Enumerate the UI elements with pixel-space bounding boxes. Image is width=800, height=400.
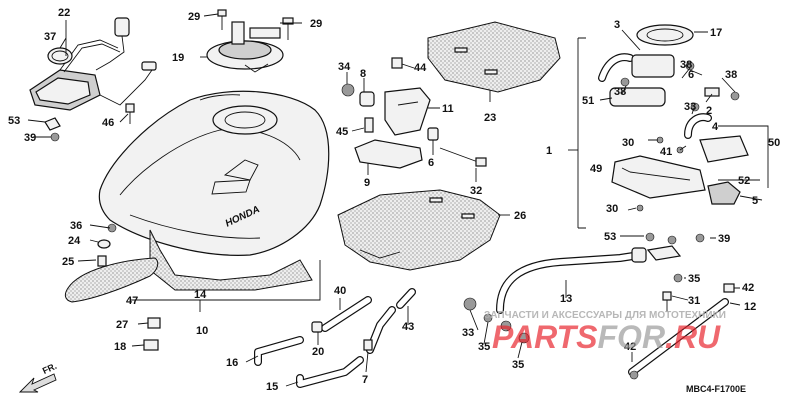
callout-label: 33 [684,101,696,113]
callout-label: 38 [680,59,692,71]
callout-label: 8 [360,68,366,80]
callout-label: 2 [706,105,712,117]
callout-label: 29 [310,18,322,30]
filler-cap-assembly [206,21,284,73]
callout-label: 3 [614,19,620,31]
drain-tubes [254,288,416,388]
fuel-hose-12 [628,298,729,380]
callout-label: 40 [334,285,346,297]
callout-label: 30 [622,137,634,149]
callout-label: 47 [126,295,138,307]
callout-label: 43 [402,321,414,333]
callout-label: 46 [102,117,114,129]
watermark: ЗАПЧАСТИ И АКСЕССУАРЫ ДЛЯ МОТОТЕХНИКИ PA… [484,310,726,355]
callout-label: 29 [188,11,200,23]
callout-label: 31 [688,295,700,307]
callout-labels: 22 37 53 39 46 29 19 29 34 8 44 45 11 6 … [8,7,780,393]
callout-label: 26 [514,210,526,222]
fuel-pump-group-bracket [568,37,586,229]
callout-label: 34 [338,61,351,73]
diagram-code: MBC4-F1700E [686,384,746,394]
callout-label: 45 [336,126,348,138]
callout-label: 36 [70,220,82,232]
callout-label: 33 [462,327,474,339]
callout-label: 42 [624,341,636,353]
callout-label: 25 [62,256,74,268]
callout-label: 53 [8,115,20,127]
callout-label: 20 [312,346,324,358]
callout-label: 39 [718,233,730,245]
callout-label: 51 [582,95,594,107]
callout-label: 13 [560,293,572,305]
callout-label: 22 [58,7,70,19]
bolt-46 [125,103,135,124]
callout-label: 6 [688,69,694,81]
bolt-29-left [217,9,227,30]
callout-label: 14 [194,289,207,301]
heat-shield-23 [427,21,561,93]
callout-label: 23 [484,112,496,124]
callout-label: 11 [442,103,454,115]
fuel-pump-parts [598,24,749,212]
front-arrow-label: FR. [41,361,58,376]
heat-shield-26 [337,189,501,271]
callout-label: 39 [24,132,36,144]
callout-label: 38 [725,69,737,81]
tank-side-pad [64,257,159,303]
callout-label: 4 [712,121,719,133]
callout-label: 6 [428,157,434,169]
bolt-29-right [282,17,294,40]
callout-label: 52 [738,175,750,187]
callout-label: 35 [688,273,700,285]
callout-label: 15 [266,381,278,393]
callout-label: 50 [768,137,780,149]
callout-label: 49 [590,163,602,175]
callout-label: 27 [116,319,128,331]
callout-label: 19 [172,52,184,64]
callout-label: 37 [44,31,56,43]
callout-label: 17 [710,27,722,39]
callout-label: 53 [604,231,616,243]
callout-label: 35 [478,341,490,353]
fuel-sender-unit [29,17,157,111]
callout-label: 18 [114,341,126,353]
watermark-logo: PARTSFOR.RU [492,319,721,355]
callout-label: 10 [196,325,208,337]
fuel-hose-13 [496,232,735,314]
callout-label: 30 [606,203,618,215]
watermark-caption: ЗАПЧАСТИ И АКСЕССУАРЫ ДЛЯ МОТОТЕХНИКИ [484,310,726,321]
callout-label: 16 [226,357,238,369]
bracket-53 [44,117,61,131]
callout-label: 41 [660,146,672,158]
callout-label: 42 [742,282,754,294]
joint-clamps [463,297,530,344]
callout-label: 12 [744,301,756,313]
callout-label: 7 [362,374,368,386]
callout-label: 1 [546,145,552,157]
tank-bottom-pad [149,229,313,291]
callout-label: 44 [414,62,427,74]
bolt-39-left [50,132,60,142]
callout-label: 32 [470,185,482,197]
fuel-tank: HONDA [98,90,330,256]
callout-label: 35 [512,359,524,371]
callout-label: 9 [364,177,370,189]
callout-label: 5 [752,195,758,207]
grommets-left [97,223,117,267]
callout-label: 38 [614,86,626,98]
callout-label: 24 [68,235,81,247]
front-arrow: FR. [18,361,58,393]
leader-lines [27,13,769,387]
mount-bracket [341,57,487,169]
